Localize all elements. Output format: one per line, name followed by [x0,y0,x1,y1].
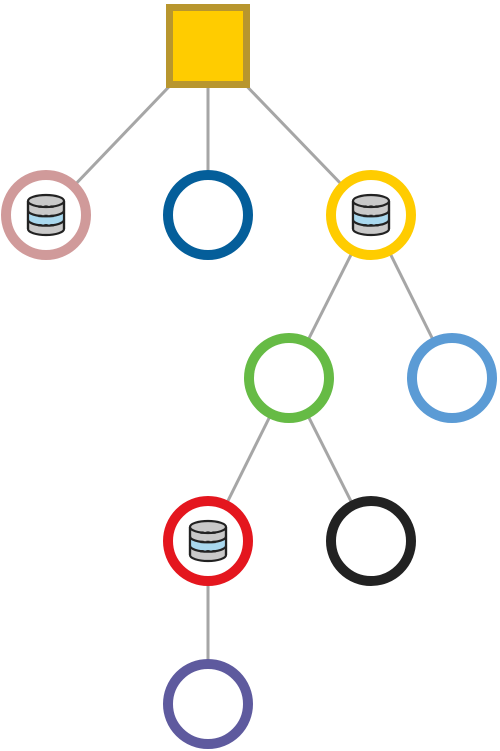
node-circle [244,333,334,423]
node-circle [163,170,253,260]
node-n2 [163,170,253,260]
node-n6 [163,496,253,586]
node-n3 [326,170,416,260]
root-node-square [166,4,250,88]
nodes-layer [1,4,497,749]
node-circle [163,659,253,749]
node-circle [407,333,497,423]
database-icon [351,193,391,237]
database-icon [26,193,66,237]
database-icon [188,519,228,563]
node-n7 [326,496,416,586]
node-n5 [407,333,497,423]
node-n1 [1,170,91,260]
node-circle [326,496,416,586]
node-n8 [163,659,253,749]
node-n4 [244,333,334,423]
